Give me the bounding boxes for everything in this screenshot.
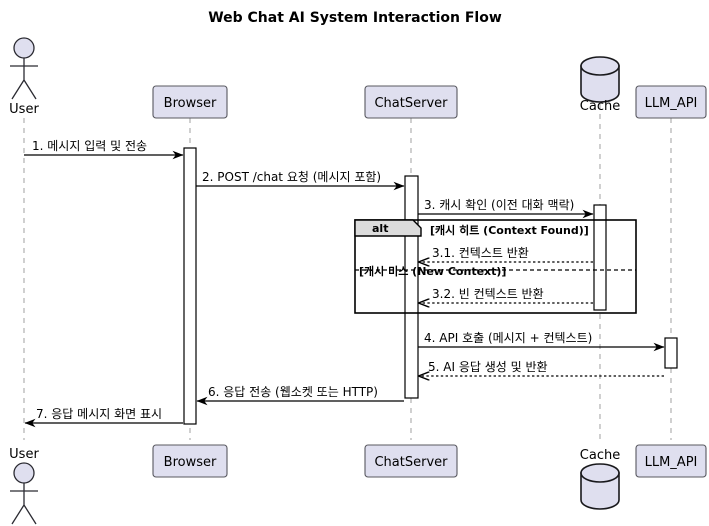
alt-operator-label: alt bbox=[372, 222, 388, 235]
message-5[interactable]: 5. AI 응답 생성 및 반환 bbox=[419, 360, 664, 376]
message-2[interactable]: 2. POST /chat 요청 (메시지 포함) bbox=[196, 170, 405, 191]
message-1-label: 1. 메시지 입력 및 전송 bbox=[32, 139, 147, 153]
participant-label-llmapi-bottom: LLM_API bbox=[645, 455, 698, 470]
message-6[interactable]: 6. 응답 전송 (웹소켓 또는 HTTP) bbox=[196, 385, 404, 406]
alt-fragment: alt [캐시 히트 (Context Found)] [캐시 미스 (New … bbox=[354, 219, 637, 314]
alt-frame-border bbox=[354, 219, 637, 314]
message-1[interactable]: 1. 메시지 입력 및 전송 bbox=[24, 139, 184, 160]
participant-cache-top[interactable]: Cache bbox=[580, 56, 620, 114]
page-title: Web Chat AI System Interaction Flow bbox=[208, 10, 502, 26]
alt-frame-header-tab bbox=[354, 219, 422, 237]
message-3-1-label: 3.1. 컨텍스트 반환 bbox=[432, 246, 529, 260]
participant-box-llmapi-bottom bbox=[635, 444, 707, 478]
participant-browser-top[interactable]: Browser bbox=[152, 85, 228, 119]
message-4-label: 4. API 호출 (메시지 + 컨텍스트) bbox=[424, 331, 592, 345]
participant-chatserver-top[interactable]: ChatServer bbox=[364, 85, 458, 119]
participant-box-browser-top bbox=[152, 85, 228, 119]
participant-box-llmapi-top bbox=[635, 85, 707, 119]
database-body-icon-bottom bbox=[580, 472, 620, 510]
activation-llmapi bbox=[664, 337, 678, 369]
participant-label-cache-bottom: Cache bbox=[580, 448, 620, 463]
participant-user-top[interactable]: User bbox=[9, 37, 39, 117]
message-7[interactable]: 7. 응답 메시지 화면 표시 bbox=[24, 407, 183, 428]
message-3-2-label: 3.2. 빈 컨텍스트 반환 bbox=[432, 287, 544, 301]
participant-label-user-top: User bbox=[9, 102, 39, 117]
participant-user-bottom[interactable]: User bbox=[9, 447, 39, 525]
alt-guard-2: [캐시 미스 (New Context)] bbox=[359, 264, 506, 278]
message-4[interactable]: 4. API 호출 (메시지 + 컨텍스트) bbox=[418, 331, 665, 352]
message-3-2[interactable]: 3.2. 빈 컨텍스트 반환 bbox=[419, 287, 593, 303]
message-2-label: 2. POST /chat 요청 (메시지 포함) bbox=[202, 170, 381, 184]
participant-box-browser-bottom bbox=[152, 444, 228, 478]
participant-label-user-bottom: User bbox=[9, 447, 39, 462]
database-top-icon-bottom bbox=[580, 463, 620, 483]
participant-chatserver-bottom[interactable]: ChatServer bbox=[364, 444, 458, 478]
actor-head-icon-bottom bbox=[13, 462, 35, 484]
activation-chatserver bbox=[404, 175, 419, 399]
message-7-label: 7. 응답 메시지 화면 표시 bbox=[36, 407, 162, 421]
database-top-icon bbox=[580, 56, 620, 76]
message-6-label: 6. 응답 전송 (웹소켓 또는 HTTP) bbox=[208, 385, 378, 399]
message-5-label: 5. AI 응답 생성 및 반환 bbox=[428, 360, 548, 374]
participant-label-llmapi-top: LLM_API bbox=[645, 96, 698, 111]
participant-label-cache-top: Cache bbox=[580, 99, 620, 114]
participant-label-chatserver-top: ChatServer bbox=[374, 96, 448, 111]
participant-label-browser-bottom: Browser bbox=[164, 455, 217, 470]
alt-guard-1: [캐시 히트 (Context Found)] bbox=[430, 223, 589, 237]
database-body-icon bbox=[580, 65, 620, 103]
message-3[interactable]: 3. 캐시 확인 (이전 대화 맥락) bbox=[418, 198, 594, 219]
activation-browser bbox=[183, 147, 197, 425]
actor-body-icon bbox=[10, 58, 38, 100]
actor-head-icon bbox=[13, 37, 35, 59]
participant-llmapi-top[interactable]: LLM_API bbox=[635, 85, 707, 119]
participant-box-chatserver-bottom bbox=[364, 444, 458, 478]
activation-cache bbox=[593, 204, 607, 311]
participant-browser-bottom[interactable]: Browser bbox=[152, 444, 228, 478]
participant-cache-bottom[interactable]: Cache bbox=[580, 448, 620, 510]
message-3-label: 3. 캐시 확인 (이전 대화 맥락) bbox=[424, 198, 574, 212]
participant-label-browser-top: Browser bbox=[164, 96, 217, 111]
participant-box-chatserver-top bbox=[364, 85, 458, 119]
actor-body-icon-bottom bbox=[10, 483, 38, 525]
participant-llmapi-bottom[interactable]: LLM_API bbox=[635, 444, 707, 478]
message-3-1[interactable]: 3.1. 컨텍스트 반환 bbox=[419, 246, 593, 262]
participant-label-chatserver-bottom: ChatServer bbox=[374, 455, 448, 470]
